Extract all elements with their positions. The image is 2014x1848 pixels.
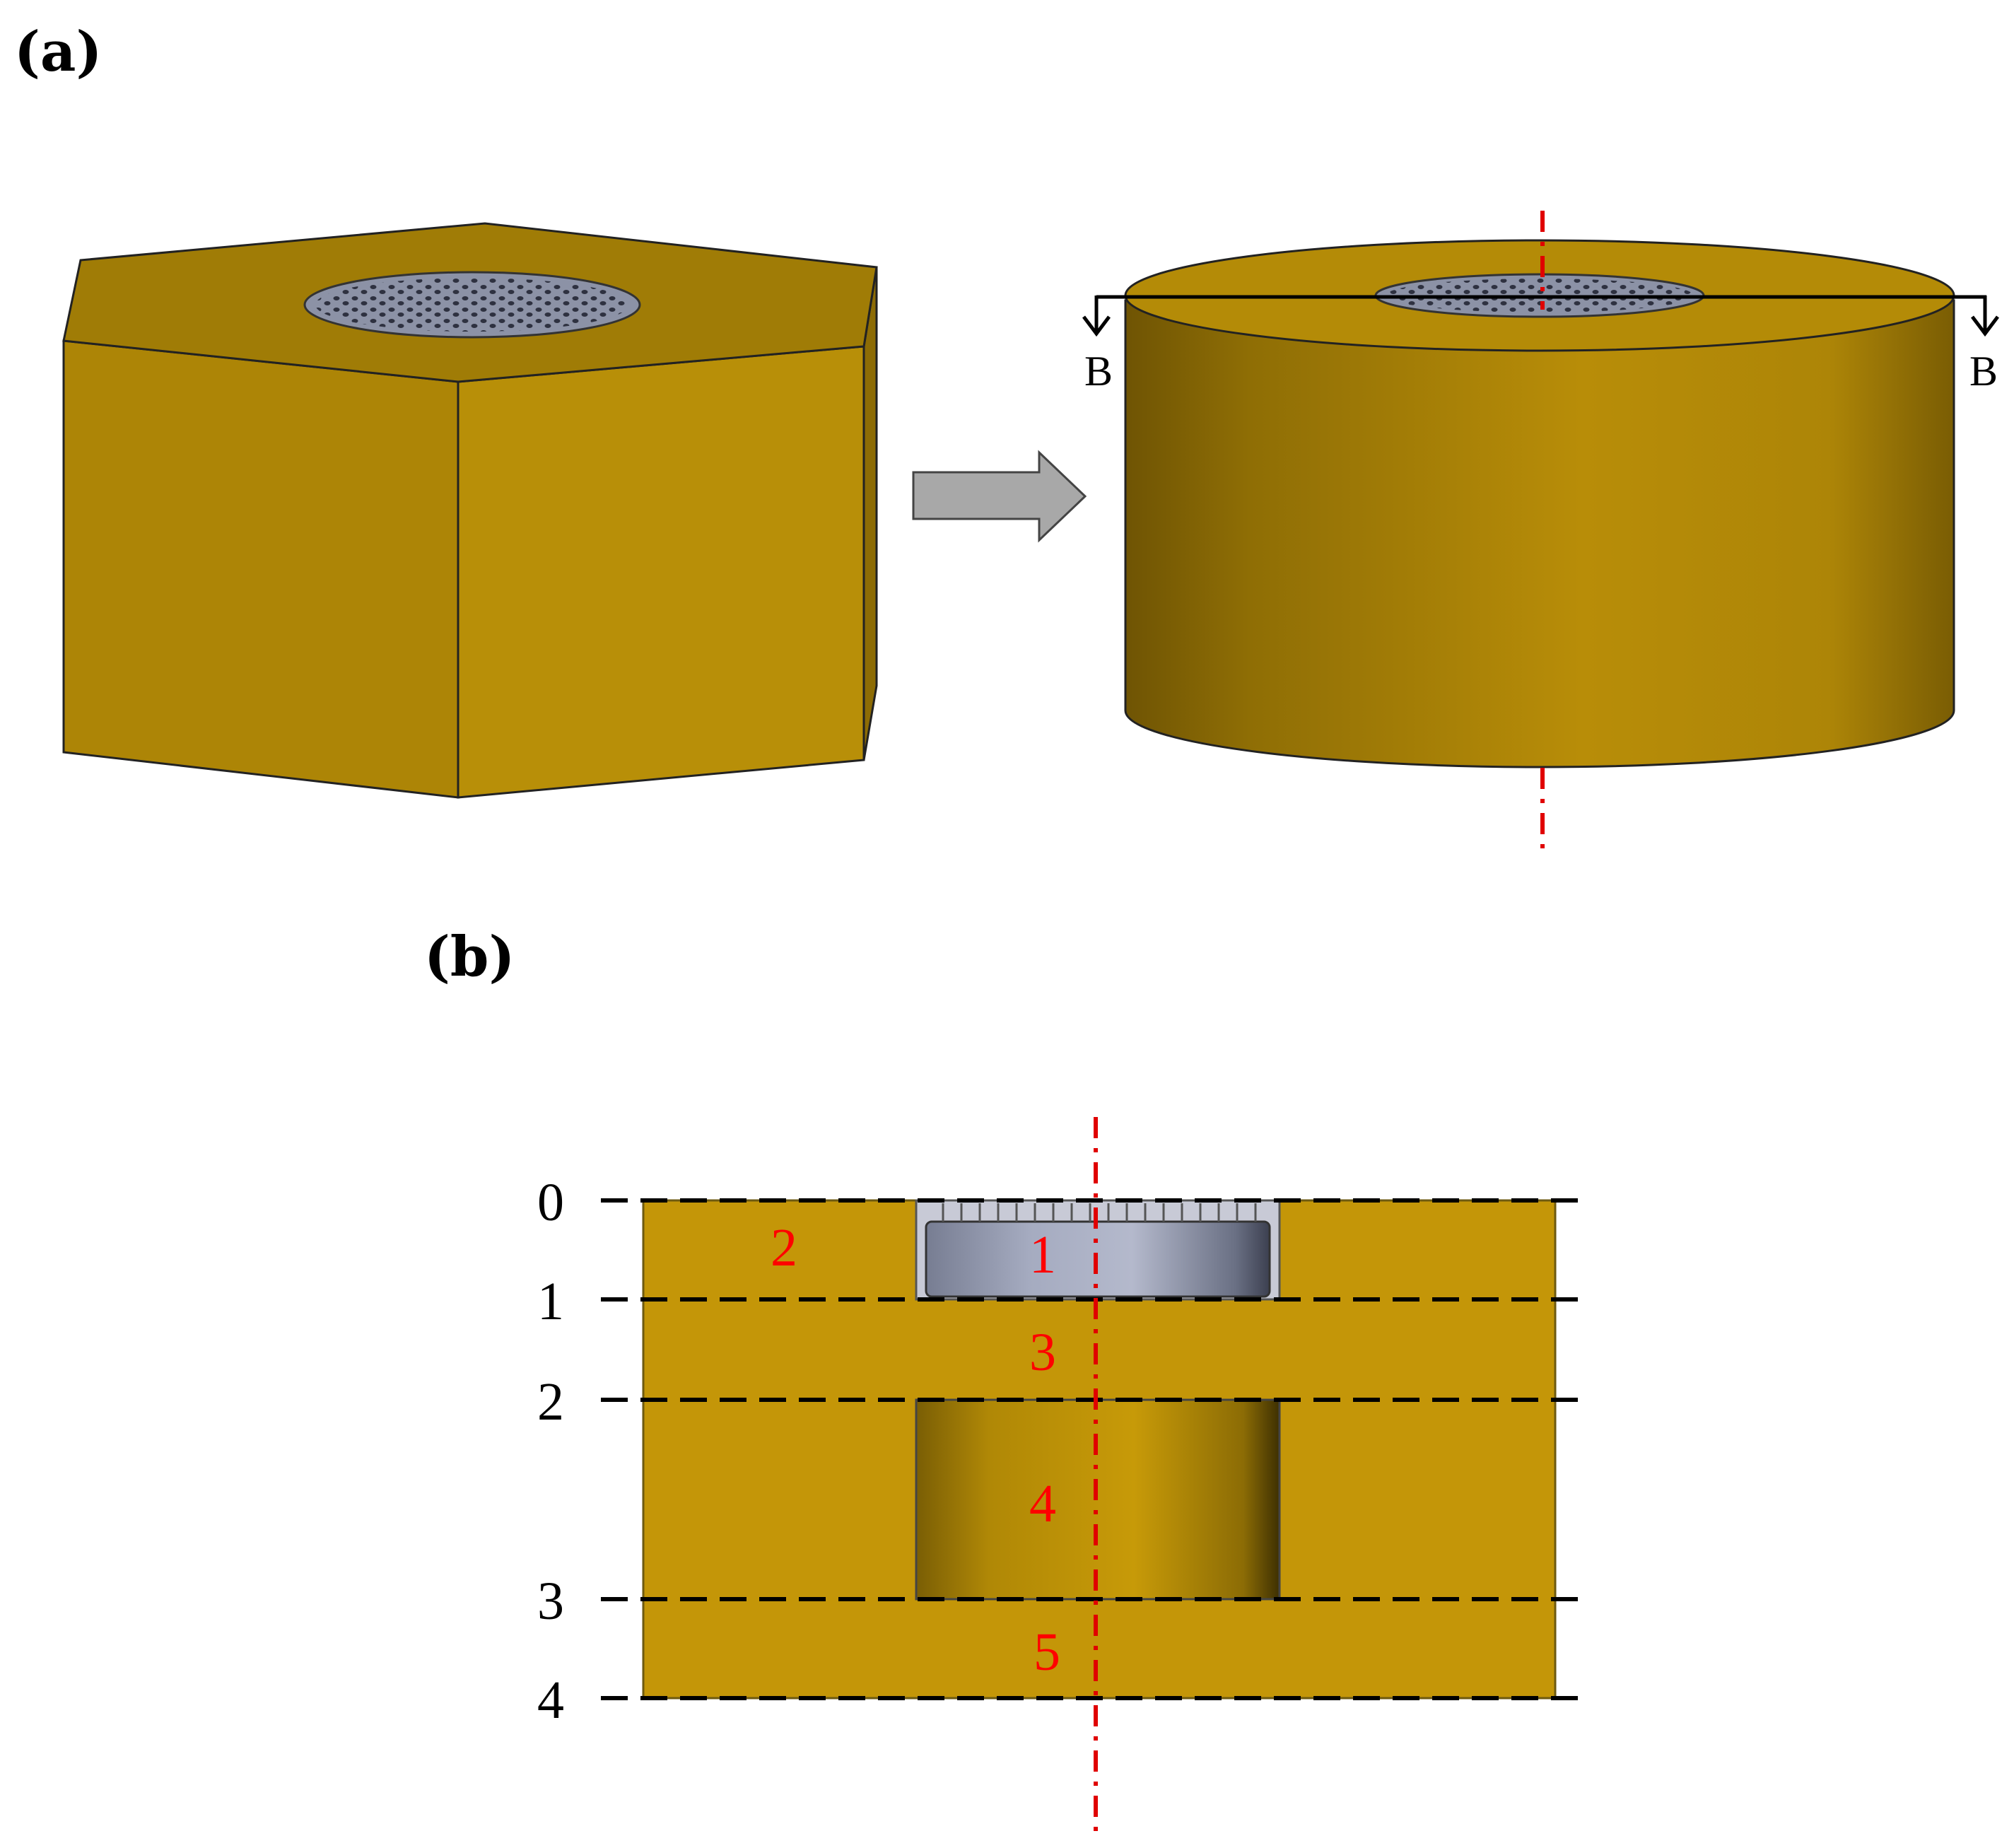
region-label-3: 3 [1029, 1323, 1056, 1382]
region-label-1: 1 [1029, 1225, 1056, 1285]
level-label-1: 1 [537, 1272, 564, 1331]
level-label-0: 0 [537, 1173, 564, 1232]
region-label-2: 2 [771, 1218, 797, 1277]
hex-front-left-face [62, 339, 459, 799]
hex-fuel-holes [315, 278, 629, 332]
fuel-pins [942, 1203, 1257, 1222]
level-label-2: 2 [537, 1372, 564, 1432]
cylinder [1124, 239, 1955, 768]
section-cut-line [1082, 295, 1999, 337]
level-label-4: 4 [537, 1671, 564, 1730]
section-label-right: B [1969, 348, 1998, 394]
cylinder-side-face [1124, 299, 1955, 768]
panel-label-b: (b) [424, 925, 515, 989]
hex-front-right-face [457, 345, 865, 799]
region-label-4: 4 [1029, 1474, 1056, 1533]
level-label-3: 3 [537, 1572, 564, 1631]
transform-arrow [912, 450, 1087, 543]
region-label-5: 5 [1034, 1622, 1060, 1682]
panel-label-a: (a) [14, 20, 102, 84]
section-label-left: B [1084, 348, 1113, 394]
hexagonal-prism [62, 222, 878, 799]
